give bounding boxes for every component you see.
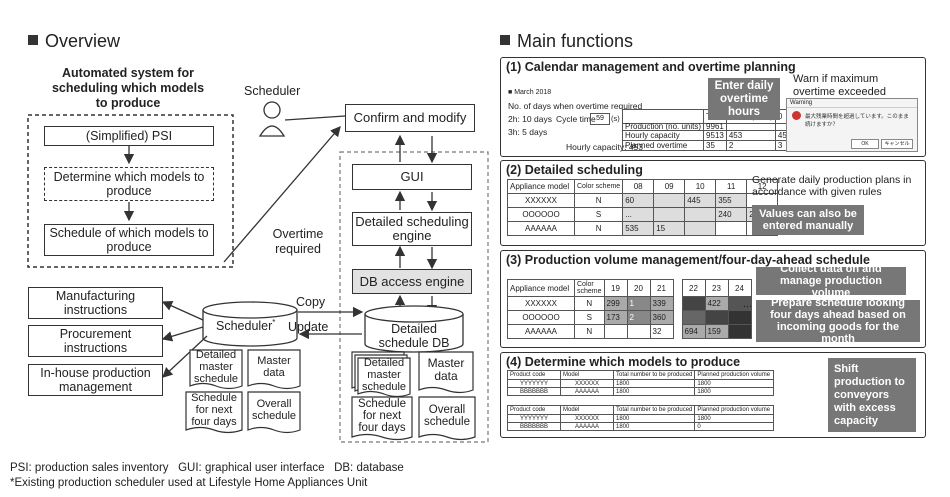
header-square-icon [500,35,510,45]
manufacturing-box: Manufacturing instructions [28,287,163,319]
psi-box: (Simplified) PSI [44,126,214,146]
scheduling-engine-box: Detailed scheduling engine [352,212,472,246]
procurement-box: Procurement instructions [28,325,163,357]
inhouse-box: In-house production management [28,364,163,396]
system-title: Automated system for scheduling which mo… [51,66,205,110]
detailed-schedule-db-cylinder [364,305,464,353]
warning-icon [792,111,801,120]
hourly-capacity: Hourly capacity: 453 [566,142,644,152]
scheduler-db-label: Scheduler* [216,318,276,334]
schedule-models-box: Schedule of which models to produce [44,224,214,256]
four-day-table: Appliance model Color scheme 19 20 21 22… [507,279,752,339]
panel-calendar-title: (1) Calendar management and overtime pla… [506,60,796,74]
main-functions-header: Main functions [500,31,633,52]
doc-four-days-right: Schedule for next four days [358,398,406,434]
days-label: No. of days when overtime required [508,101,643,111]
dialog-cancel-button[interactable]: キャンセル [881,139,913,149]
footnote-abbreviations: PSI: production sales inventory GUI: gra… [10,462,404,474]
determine-box: Determine which models to produce [44,167,214,201]
doc-detailed-master-left: Detailed master schedule [193,349,239,385]
callout-collect-data: Collect data on and manage production vo… [756,263,906,299]
copy-label: Copy [296,295,326,309]
confirm-modify-box: Confirm and modify [345,104,475,132]
scheduler-db-cylinder [202,301,298,347]
callout-enter-overtime: Enter daily overtime hours [708,78,780,120]
detailed-table: Appliance model Color scheme 08 09 10 11… [507,179,779,236]
dialog-ok-button[interactable]: OK [851,139,879,149]
cycle-label: Cycle time [556,114,596,124]
scheduler-person-label: Scheduler [244,84,301,98]
db-access-engine-box: DB access engine [352,269,472,294]
warn-label: Warn if maximum overtime exceeded [793,73,886,98]
overtime-3h: 3h: 5 days [508,127,548,137]
gui-box: GUI [352,164,472,190]
dialog-title: Warning [787,99,917,108]
panel-production-title: (3) Production volume management/four-da… [506,253,870,267]
detailed-db-label: Detailed schedule DB [378,322,450,350]
detailed-note: Generate daily production plans in accor… [752,174,912,198]
cycle-input[interactable]: 59 [590,113,610,125]
overview-header: Overview [28,31,120,52]
header-square-icon [28,35,38,45]
cycle-unit: (s) [611,114,620,123]
overtime-2h: 2h: 10 days [508,114,552,124]
callout-manual-entry: Values can also be entered manually [752,205,864,235]
panel-detailed-title: (2) Detailed scheduling [506,163,643,177]
doc-overall-right: Overall schedule [423,404,471,428]
callout-shift-production: Shift production to conveyors with exces… [828,358,916,432]
doc-master-data-right: Master data [427,356,465,383]
doc-overall-left: Overall schedule [251,398,297,422]
warning-dialog: Warning 最大残業時間を超過しています。このまま続けますか？ OK キャン… [786,98,918,152]
scheduler-person-icon [258,101,286,137]
doc-detailed-master-right: Detailed master schedule [361,357,407,393]
footnote-scheduler: *Existing production scheduler used at L… [10,477,368,489]
panel-determine-title: (4) Determine which models to produce [506,355,741,369]
dialog-message: 最大残業時間を超過しています。このまま続けますか？ [805,114,909,128]
month-label: ■ March 2018 [508,89,552,96]
doc-four-days-left: Schedule for next four days [191,392,237,428]
overtime-label: Overtime required [272,227,324,256]
four-day-ellipsis: ... [743,298,753,310]
callout-four-day-ahead: Prepare schedule looking four days ahead… [756,297,920,345]
update-label: Update [288,320,329,334]
doc-master-data-left: Master data [257,355,291,379]
